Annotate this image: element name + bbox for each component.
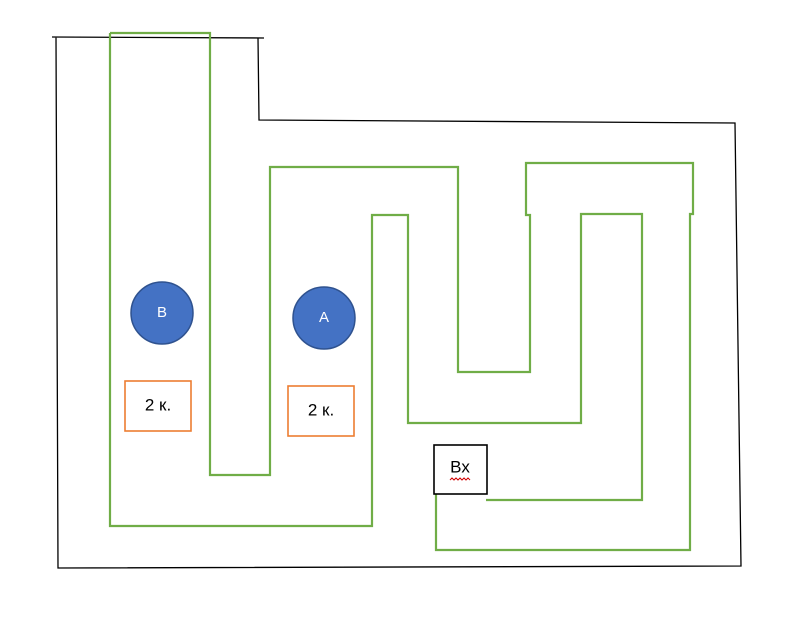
corridor-middle-u [434,161,695,552]
node-a: A [292,286,356,350]
corridor-left-u [108,31,460,528]
node-b-label: B [157,304,167,321]
corridor-system [108,31,695,552]
box-right-label: 2 к. [308,400,334,419]
box-left-border [124,380,192,432]
spellcheck-underline [449,477,471,481]
entrance: Вх [433,444,488,495]
building-outline [51,36,742,569]
entrance-label: Вх [450,457,470,476]
box-left: 2 к. [124,380,192,432]
node-b: B [130,281,194,345]
box-left-label: 2 к. [145,395,171,414]
box-right-border [287,385,355,437]
corridor-inner-a [370,212,644,502]
entrance-border [433,444,488,495]
node-a-circle [292,286,356,350]
node-a-label: A [319,309,329,326]
node-b-circle [130,281,194,345]
box-right: 2 к. [287,385,355,437]
